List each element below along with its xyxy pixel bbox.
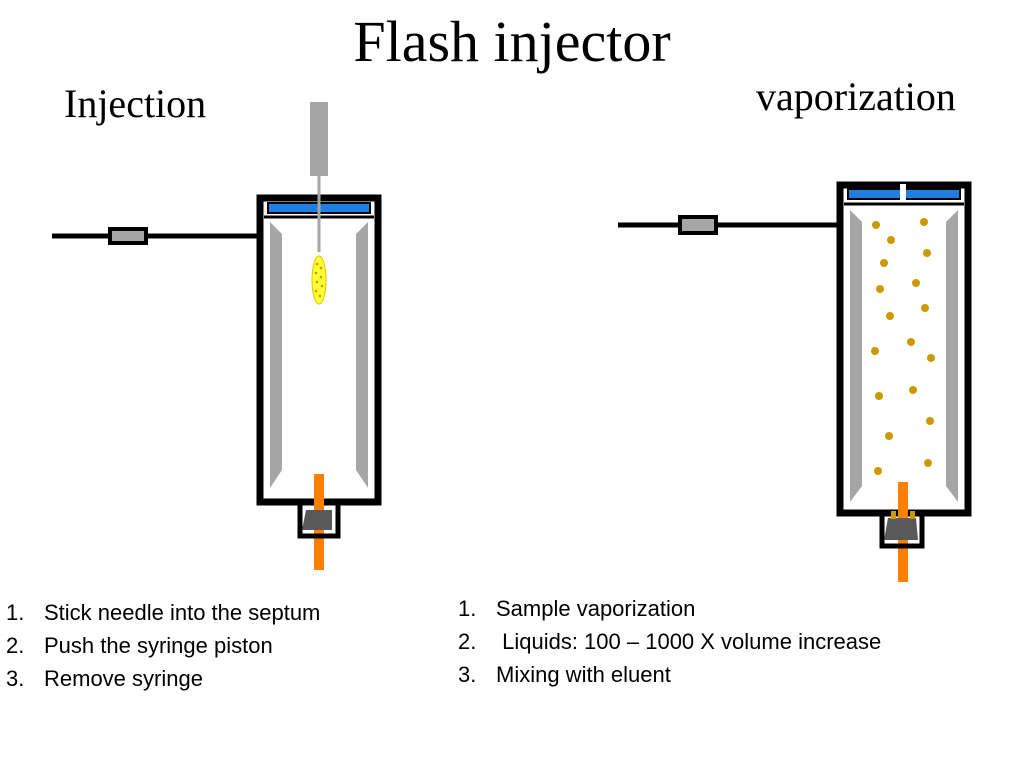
step-number: 1. <box>6 600 25 625</box>
slide-title: Flash injector <box>353 9 671 74</box>
step-number: 2. <box>6 633 25 658</box>
step-text: Sample vaporization <box>496 596 696 621</box>
step-number: 3. <box>458 662 477 687</box>
column-nut-2 <box>879 513 925 549</box>
step-number: 2. <box>458 629 477 654</box>
list-item: 1. Sample vaporization <box>458 592 881 625</box>
step-text: Push the syringe piston <box>44 633 273 658</box>
step-text: Stick needle into the septum <box>44 600 321 625</box>
list-item: 3. Remove syringe <box>6 662 320 695</box>
gas-fitting <box>108 227 148 245</box>
sample-particles <box>314 262 324 298</box>
column-nut <box>297 502 341 539</box>
syringe-barrel <box>310 102 328 176</box>
list-item: 2. Push the syringe piston <box>6 629 320 662</box>
vaporization-steps: 1. Sample vaporization 2. Liquids: 100 – … <box>458 592 881 691</box>
list-item: 3. Mixing with eluent <box>458 658 881 691</box>
step-number: 1. <box>458 596 477 621</box>
step-number: 3. <box>6 666 25 691</box>
step-text: Liquids: 100 – 1000 X volume increase <box>496 629 882 654</box>
liner-right-2 <box>946 210 958 502</box>
injection-heading: Injection <box>64 81 207 126</box>
gas-fitting-2 <box>678 215 718 235</box>
vapor-cloud <box>871 218 935 475</box>
list-item: 2. Liquids: 100 – 1000 X volume increase <box>458 625 881 658</box>
list-item: 1. Stick needle into the septum <box>6 596 320 629</box>
vaporization-heading: vaporization <box>756 74 956 119</box>
septum-puncture <box>900 184 906 206</box>
seal-right <box>910 511 915 519</box>
injection-steps: 1. Stick needle into the septum 2. Push th… <box>6 596 320 695</box>
step-text: Remove syringe <box>44 666 203 691</box>
step-text: Mixing with eluent <box>496 662 671 687</box>
liner-right <box>356 222 368 488</box>
ferrule-2 <box>884 518 918 540</box>
seal-left <box>891 511 896 519</box>
injection-injector <box>52 102 382 570</box>
liner-left <box>270 222 282 488</box>
liner-left-2 <box>850 210 862 502</box>
vaporization-injector <box>618 181 972 582</box>
ferrule <box>302 510 332 530</box>
